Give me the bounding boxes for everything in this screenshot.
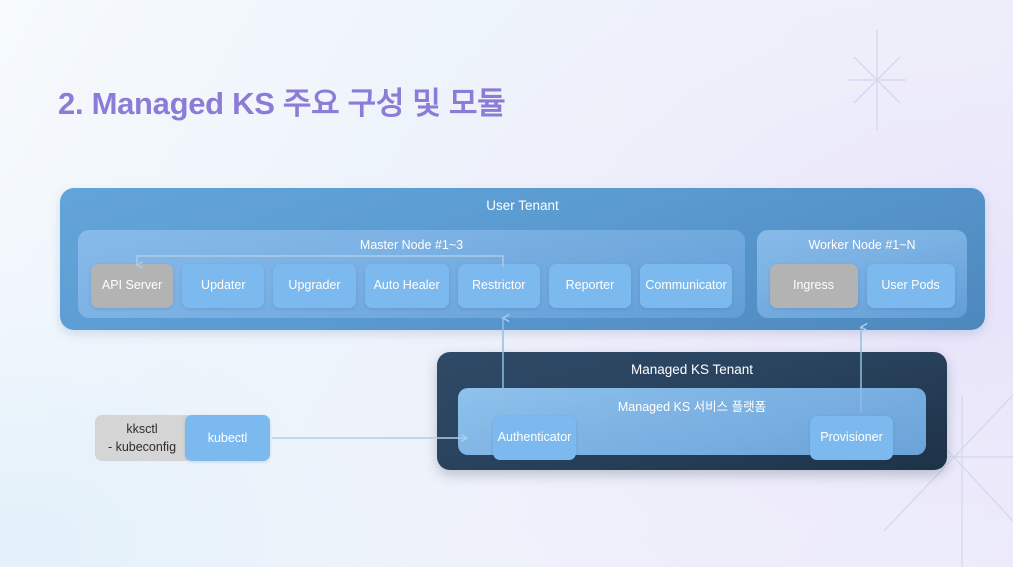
kksctl-box[interactable]: kksctl - kubeconfig [95,415,189,461]
module-updater[interactable]: Updater [182,264,265,308]
worker-node-module-row: Ingress User Pods [757,264,967,308]
client-tools-group: kksctl - kubeconfig kubectl [95,415,270,461]
kubectl-box[interactable]: kubectl [185,415,270,461]
worker-node-box: Worker Node #1~N Ingress User Pods [757,230,967,318]
module-authenticator[interactable]: Authenticator [493,416,576,460]
module-restrictor[interactable]: Restrictor [457,264,540,308]
page-title: 2. Managed KS 주요 구성 및 모듈 [58,86,506,121]
module-reporter[interactable]: Reporter [548,264,632,308]
module-user-pods[interactable]: User Pods [866,264,955,308]
module-ingress[interactable]: Ingress [769,264,858,308]
master-node-module-row: API Server Updater Upgrader Auto Healer … [78,264,745,308]
worker-node-label: Worker Node #1~N [808,238,916,252]
managed-ks-platform-label: Managed KS 서비스 플랫폼 [617,400,767,414]
module-auto-healer[interactable]: Auto Healer [364,264,449,308]
module-provisioner[interactable]: Provisioner [810,416,893,460]
managed-ks-platform-box: Managed KS 서비스 플랫폼 Authenticator Provisi… [458,388,926,460]
module-upgrader[interactable]: Upgrader [273,264,356,308]
sparkle-icon-top-right [836,30,918,130]
managed-ks-tenant-label: Managed KS Tenant [630,362,754,377]
master-node-box: Master Node #1~3 API Server Updater Upgr… [78,230,745,318]
user-tenant-box: User Tenant Master Node #1~3 API Server … [60,188,985,330]
kksctl-label-line2: - kubeconfig [107,440,177,454]
kksctl-label-line1: kksctl [126,421,158,436]
user-tenant-label: User Tenant [486,198,559,213]
module-api-server[interactable]: API Server [90,264,174,308]
module-communicator[interactable]: Communicator [640,264,733,308]
managed-ks-tenant-box: Managed KS Tenant Managed KS 서비스 플랫폼 Aut… [437,352,947,470]
master-node-label: Master Node #1~3 [359,238,464,252]
